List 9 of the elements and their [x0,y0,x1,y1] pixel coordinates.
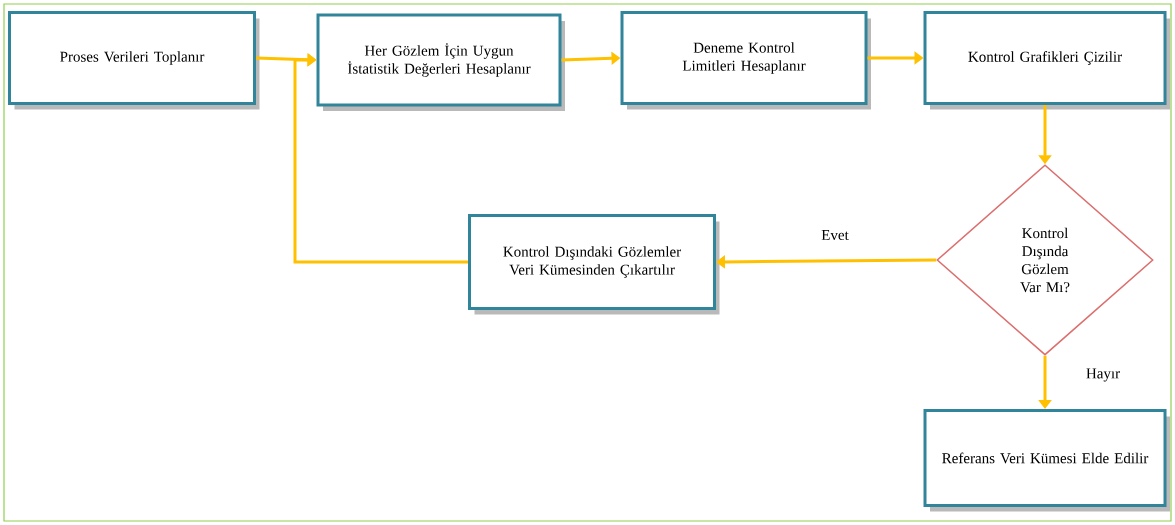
process-box: Kontrol Grafikleri Çizilir [923,11,1170,110]
edge-label: Evet [821,230,849,240]
edge-label: Hayır [1086,368,1120,382]
arrow [293,53,468,264]
process-box: Deneme Kontrol Limitleri Hesaplanır [620,11,871,110]
process-box: Proses Verileri Toplanır [8,11,260,110]
process-box: Referans Veri Kümesi Elde Edilir [923,409,1170,512]
process-box: Kontrol Dışındaki Gözlemler Veri Kümesinden Çıkartılır [468,214,720,315]
process-box: Her Gözlem İçin Uygun İstatistik Değerleri Hesaplanır [316,13,565,111]
